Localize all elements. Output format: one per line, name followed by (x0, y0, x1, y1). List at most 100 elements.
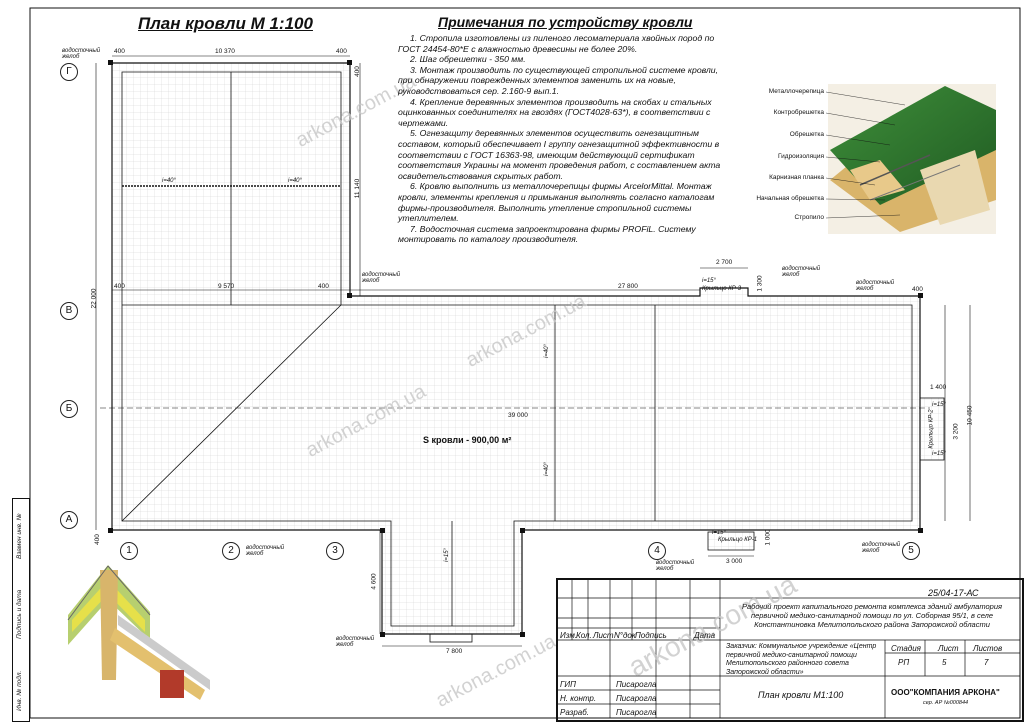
photo-label: Начальная обрешетка (756, 195, 824, 202)
slope-label: i=15° (712, 530, 726, 536)
axis-col-3: 3 (326, 542, 344, 560)
col-head: N°док (614, 631, 636, 640)
gutter-label: водосточный желоб (782, 266, 821, 278)
side-label: Взамен инв. № (16, 513, 23, 559)
col-head: Подпись (635, 631, 667, 640)
stage-value: 7 (984, 658, 989, 667)
dimension: 4 600 (370, 573, 378, 590)
axis-row-g: Г (60, 63, 78, 81)
dimension: 400 (318, 283, 329, 290)
col-head: Лист (593, 631, 614, 640)
roof-ridge-detail (67, 565, 210, 700)
signer-name: Писарогла (616, 680, 657, 689)
photo-label: Стропило (794, 214, 824, 221)
note: 5. Огнезащиту деревянных элементов осуще… (398, 128, 721, 181)
customer: Заказчик: Коммунальное учреждение «Центр… (726, 643, 877, 676)
porch-label: Крыльцо КР-2 (928, 409, 935, 449)
stage-value: РП (898, 658, 910, 667)
role: Разраб. (560, 708, 589, 717)
dimension: 1 300 (756, 275, 764, 292)
slope-label: i=15° (932, 451, 946, 457)
col-head: Кол. (576, 631, 592, 640)
dimension: 22 000 (90, 288, 98, 309)
dimension: 400 (912, 286, 923, 293)
stage-value: 5 (942, 658, 947, 667)
photo-label: Обрешетка (789, 131, 824, 138)
note: 6. Кровлю выполнить из металлочерепицы ф… (398, 181, 715, 224)
col-head: Изм. (560, 631, 578, 640)
dimension: 39 000 (508, 412, 528, 419)
company-sub: сер. АР №000844 (923, 700, 969, 706)
gutter-label: водосточный желоб (656, 560, 695, 572)
stage-head: Стадия (891, 644, 921, 653)
dimension: 7 800 (446, 648, 463, 655)
porch-label: Крыльцо КР-1 (718, 537, 758, 543)
signer-name: Писарогла (616, 708, 657, 717)
side-label: Подпись и дата (16, 589, 23, 639)
drawing-title: План кровли М 1:100 (138, 14, 313, 33)
roof-outline (100, 62, 945, 643)
dimension: 400 (353, 66, 361, 77)
sheet-title: План кровли М1:100 (758, 690, 844, 700)
dimension: 400 (93, 534, 101, 545)
dimension: 400 (114, 283, 125, 290)
notes-title: Примечания по устройству кровли (438, 14, 693, 30)
photo-label: Металлочерепица (768, 88, 824, 95)
project-name: Рабочий проект капитального ремонта комп… (742, 602, 1002, 629)
slope-label: i=40° (543, 344, 550, 358)
dimension: 27 800 (618, 283, 638, 290)
gutter-label: водосточный желоб (62, 48, 101, 60)
axis-col-2: 2 (222, 542, 240, 560)
roof-structure-photo (828, 84, 996, 234)
company-name: ООО"КОМПАНИЯ АРКОНА" (891, 688, 1000, 697)
note: 1. Стропила изготовлены из пиленого лесо… (398, 33, 715, 54)
slope-label: i=40° (162, 178, 176, 184)
drawing-code: 25/04-17-АС (928, 588, 979, 598)
axis-col-1: 1 (120, 542, 138, 560)
roof-area-label: S кровли - 900,00 м² (423, 435, 512, 445)
gutter-label: водосточный желоб (862, 542, 901, 554)
slope-label: i=15° (702, 278, 716, 284)
title-block: 25/04-17-АС Рабочий проект капитального … (556, 578, 1024, 722)
axis-col-5: 5 (902, 542, 920, 560)
note: 3. Монтаж производить по существующей ст… (398, 64, 719, 96)
axis-row-b: Б (60, 400, 78, 418)
dimension: 3 200 (952, 423, 960, 440)
dimension: 11 140 (354, 178, 362, 199)
photo-label: Карнизная планка (769, 174, 824, 181)
stage-head: Листов (973, 644, 1003, 653)
axis-col-4: 4 (648, 542, 666, 560)
dimension: 400 (114, 48, 125, 55)
dimension: 400 (336, 48, 347, 55)
dimension: 10 370 (215, 48, 235, 55)
porch-label: Крыльцо КР-3 (702, 286, 742, 292)
signer-name: Писарогла (616, 694, 657, 703)
axis-row-a: А (60, 511, 78, 529)
photo-label: Контробрешетка (773, 109, 824, 116)
slope-label: i=40° (543, 462, 550, 476)
side-stamp-strip: Взамен инв. № Подпись и дата Инв. № подл… (12, 498, 30, 722)
dimension: 2 700 (716, 259, 733, 266)
gutter-label: водосточный желоб (362, 272, 401, 284)
note: 4. Крепление деревянных элементов произв… (398, 96, 712, 128)
role: Н. контр. (560, 694, 597, 703)
notes-list: 1. Стропила изготовлены из пиленого лесо… (398, 33, 730, 245)
slope-label: i=15° (443, 548, 450, 562)
slope-label: i=40° (288, 178, 302, 184)
note: 2. Шаг обрешетки - 350 мм. (410, 54, 526, 65)
side-label: Инв. № подл. (16, 670, 23, 711)
stage-head: Лист (938, 644, 959, 653)
axis-row-v: В (60, 302, 78, 320)
role: ГИП (560, 680, 576, 689)
gutter-label: водосточный желоб (246, 545, 285, 557)
note: 7. Водосточная система запроектирована ф… (398, 223, 696, 245)
dimension: 1 000 (764, 529, 772, 546)
col-head: Дата (694, 631, 716, 640)
gutter-label: водосточный желоб (336, 636, 375, 648)
photo-label: Гидроизоляция (777, 153, 824, 160)
dimension: 3 000 (726, 558, 743, 565)
dimension: 1 400 (930, 384, 947, 391)
dimension: 10 450 (966, 405, 974, 426)
dimension: 9 570 (218, 283, 235, 290)
